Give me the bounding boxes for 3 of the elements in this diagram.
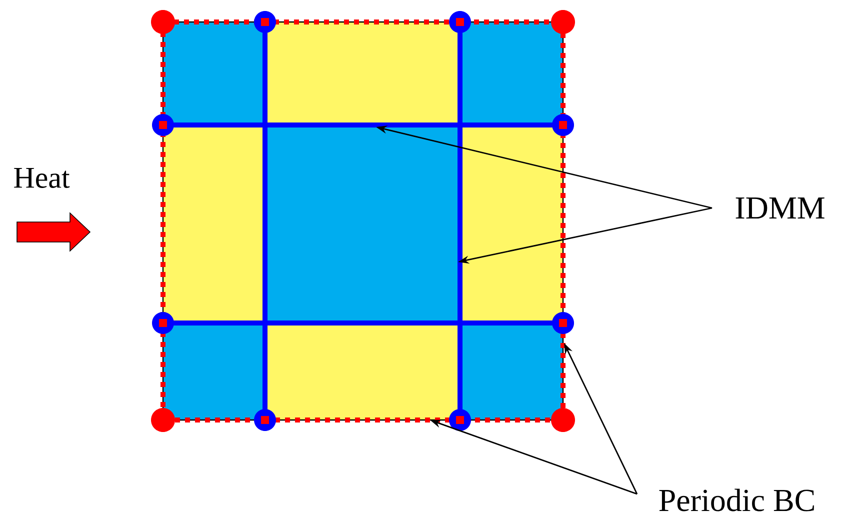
callout-label: IDMM — [736, 198, 824, 218]
heat-label: Heat — [14, 168, 70, 188]
callout-label: Periodic BC — [659, 488, 814, 512]
